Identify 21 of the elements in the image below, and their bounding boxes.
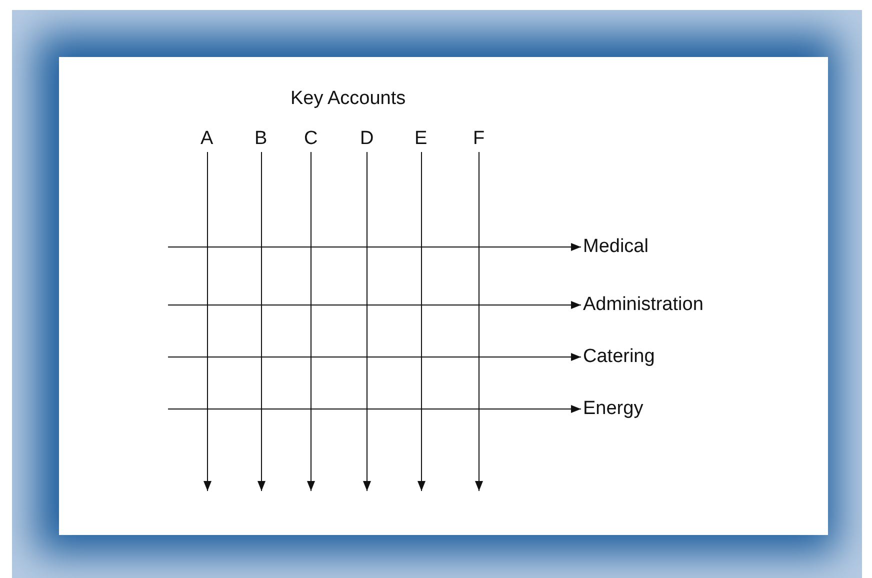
row-label: Medical [583,236,648,258]
column-label: B [254,128,268,150]
column-label: C [304,128,318,150]
row-label: Energy [583,398,644,420]
heading: Key Accounts [290,88,406,110]
row-label: Catering [583,346,655,368]
arrow [168,405,582,413]
arrow [418,152,426,492]
arrow [475,152,483,492]
column-label: A [200,128,214,150]
arrow [307,152,315,492]
arrow [168,301,582,309]
column-label: E [414,128,428,150]
arrow [204,152,212,492]
arrow [258,152,266,492]
arrow [363,152,371,492]
arrow [168,353,582,361]
row-label: Administration [583,294,704,316]
arrow [168,243,582,251]
column-label: D [360,128,374,150]
column-label: F [473,128,485,150]
